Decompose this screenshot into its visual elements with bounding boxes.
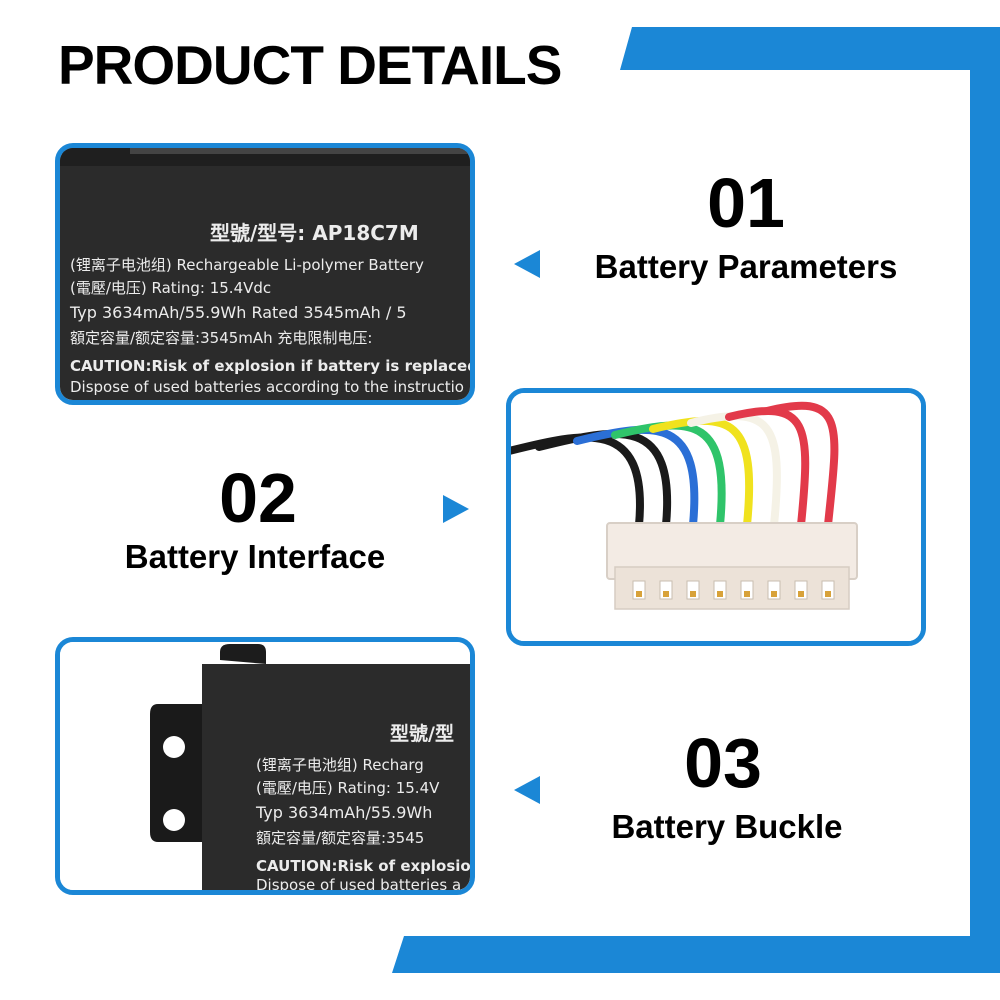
section-caption-01: Battery Parameters: [594, 248, 898, 285]
battery-label-line: (電壓/电压) Rating: 15.4V: [256, 779, 440, 797]
wire: [763, 401, 839, 529]
wire: [535, 429, 672, 529]
battery-model-text: 型號/型号: AP18C7M: [210, 221, 419, 245]
section-number-01: 01: [707, 164, 785, 242]
battery-label-image: 型號/型号: AP18C7M (锂离子电池组) Rechargeable Li-…: [60, 148, 470, 400]
battery-label-line: Dispose of used batteries a: [256, 876, 461, 890]
battery-label-line: 額定容量/额定容量:3545mAh 充电限制电压:: [70, 329, 373, 347]
battery-interface-photo: [506, 388, 926, 646]
battery-label-line: (锂离子电池组) Recharg: [256, 756, 424, 774]
left-arrow-icon: [514, 776, 540, 804]
right-arrow-icon: [443, 495, 469, 523]
battery-buckle-photo: 型號/型 (锂离子电池组) Recharg (電壓/电压) Rating: 15…: [55, 637, 475, 895]
connector-image: [511, 393, 921, 641]
gold-pin-contact: [663, 591, 669, 597]
battery-label-line: CAUTION:Risk of explosion if battery is …: [70, 357, 470, 375]
wire: [611, 421, 726, 529]
wire: [573, 425, 699, 529]
gold-pin-contact: [744, 591, 750, 597]
battery-label-line: (锂离子电池组) Rechargeable Li-polymer Battery: [70, 256, 424, 274]
wire: [687, 412, 781, 529]
gold-pin-contact: [798, 591, 804, 597]
battery-label-line: CAUTION:Risk of explosion: [256, 857, 470, 875]
gold-pin-contact: [717, 591, 723, 597]
gold-pin-contact: [690, 591, 696, 597]
battery-label-line: Dispose of used batteries according to t…: [70, 378, 464, 396]
battery-label-line: Typ 3634mAh/55.9Wh: [255, 803, 432, 822]
wire: [511, 433, 644, 529]
section-caption-03: Battery Buckle: [611, 808, 843, 845]
gold-pin-contact: [636, 591, 642, 597]
battery-label-line: (電壓/电压) Rating: 15.4Vdc: [70, 279, 271, 297]
battery-buckle-image: 型號/型 (锂离子电池组) Recharg (電壓/电压) Rating: 15…: [60, 642, 470, 890]
gold-pin-contact: [771, 591, 777, 597]
battery-model-text: 型號/型: [390, 722, 454, 745]
section-caption-02: Battery Interface: [124, 538, 386, 575]
battery-label-line: 額定容量/额定容量:3545: [256, 829, 424, 847]
battery-label-line: Typ 3634mAh/55.9Wh Rated 3545mAh / 5: [69, 303, 407, 322]
section-number-02: 02: [219, 459, 297, 537]
left-arrow-icon: [514, 250, 540, 278]
wire: [725, 406, 810, 529]
section-number-03: 03: [684, 724, 762, 802]
page-title: PRODUCT DETAILS: [58, 34, 562, 96]
wire: [649, 416, 754, 529]
battery-parameters-photo: 型號/型号: AP18C7M (锂离子电池组) Rechargeable Li-…: [55, 143, 475, 405]
gold-pin-contact: [825, 591, 831, 597]
